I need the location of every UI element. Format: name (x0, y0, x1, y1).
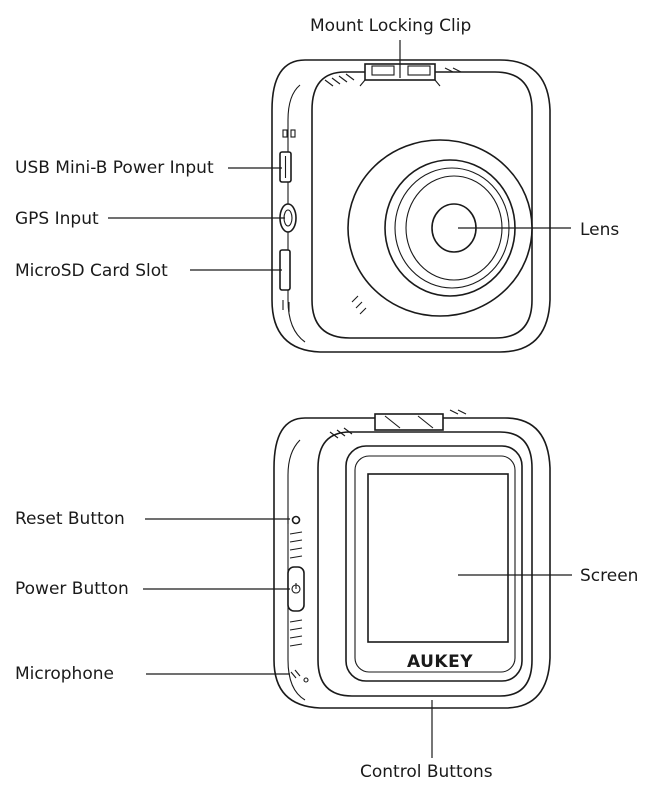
speaker-vents (351, 295, 367, 315)
lens (347, 139, 533, 317)
label-control-buttons: Control Buttons (360, 762, 493, 782)
label-gps-input: GPS Input (15, 209, 99, 229)
label-microphone: Microphone (15, 664, 114, 684)
label-reset-button: Reset Button (15, 509, 125, 529)
brand-logo: AUKEY (407, 652, 473, 672)
label-microsd-card-slot: MicroSD Card Slot (15, 261, 168, 281)
camera-back-body: AUKEY (273, 409, 551, 709)
side-vents-lower (289, 619, 303, 647)
power-button (287, 566, 305, 612)
bottom-leader-lines (143, 518, 572, 758)
top-leader-lines (108, 40, 571, 271)
camera-front-body (271, 59, 551, 353)
microphone-hole (290, 669, 309, 683)
screen (367, 473, 509, 643)
reset-button-hole (287, 515, 301, 525)
label-screen: Screen (580, 566, 639, 586)
label-power-button: Power Button (15, 579, 129, 599)
label-usb-power-input: USB Mini-B Power Input (15, 158, 214, 178)
label-mount-locking-clip: Mount Locking Clip (310, 16, 472, 36)
side-vents-upper (289, 531, 303, 559)
label-lens: Lens (580, 220, 620, 240)
usb-port (279, 151, 292, 183)
top-vent-slots (324, 67, 462, 87)
